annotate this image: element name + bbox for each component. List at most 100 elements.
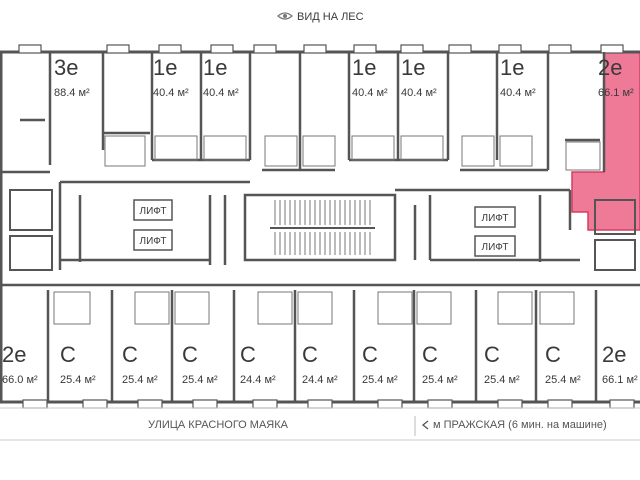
top-apartment[interactable]: 1е 40.4 м² [203,55,239,99]
bottom-apartment[interactable]: С 25.4 м² [362,342,398,386]
lift-label: ЛИФТ [482,213,509,224]
window [307,399,333,409]
apartment-area: 40.4 м² [203,87,239,99]
apartment-type: 1е [500,55,524,80]
window [609,399,635,409]
apartment-type: 2е [602,342,626,367]
window [400,44,424,54]
top-apartment[interactable]: 1е 40.4 м² [500,55,536,99]
windows [18,44,635,409]
apartment-type: 1е [153,55,177,80]
apartment-area: 40.4 м² [401,87,437,99]
window [498,44,522,54]
window [192,399,218,409]
bottom-apartment[interactable]: С 25.4 м² [182,342,218,386]
bottom-partitions [0,283,640,402]
window [353,44,377,54]
apartment-type: 3е [54,55,78,80]
apartment-area: 25.4 м² [545,374,581,386]
apartment-type: С [182,342,198,367]
apartment-type: 1е [203,55,227,80]
bottom-apartment[interactable]: С 25.4 м² [545,342,581,386]
bottom-apartment[interactable]: С 24.4 м² [302,342,338,386]
bottom-apartment[interactable]: С 25.4 м² [422,342,458,386]
bottom-apartment[interactable]: С 25.4 м² [60,342,96,386]
window [137,399,163,409]
apartment-area: 88.4 м² [54,87,90,99]
apartment-area: 25.4 м² [60,374,96,386]
lift-label: ЛИФТ [482,242,509,253]
side-rooms [9,189,636,271]
lift-label: ЛИФТ [140,236,167,247]
top-apartment[interactable]: 3е 88.4 м² [54,55,90,99]
window [82,399,108,409]
eye-icon [277,12,293,20]
apartment-area: 24.4 м² [240,374,276,386]
top-apartment[interactable]: 2е 66.1 м² [598,55,634,99]
lift-1: ЛИФТ [133,199,173,221]
lift-4: ЛИФТ [474,235,516,257]
apartment-type: С [422,342,438,367]
bottom-apartment[interactable]: 2е 66.0 м² [2,342,38,386]
apartment-type: С [484,342,500,367]
apartment-area: 66.1 м² [602,374,638,386]
apartment-area: 25.4 м² [122,374,158,386]
window [158,44,182,54]
lift-2: ЛИФТ [133,229,173,251]
bottom-apartment[interactable]: С 25.4 м² [484,342,520,386]
apartment-area: 25.4 м² [182,374,218,386]
top-apartment-labels: 3е 88.4 м² 1е 40.4 м² 1е 40.4 м² 1е 40.4 м² 1е 40… [54,55,634,99]
apartment-type: С [302,342,318,367]
apartment-area: 40.4 м² [352,87,388,99]
lift-label: ЛИФТ [140,206,167,217]
apartment-type: 2е [2,342,26,367]
apartment-area: 40.4 м² [500,87,536,99]
selected-apartment-highlight[interactable] [571,51,640,231]
apartment-area: 40.4 м² [153,87,189,99]
top-apartment[interactable]: 1е 40.4 м² [352,55,388,99]
lift-3: ЛИФТ [474,206,516,228]
window [252,399,278,409]
window [547,399,573,409]
footer: УЛИЦА КРАСНОГО МАЯКА м ПРАЖСКАЯ (6 мин. … [0,407,640,441]
window [22,399,48,409]
apartment-type: С [240,342,256,367]
top-apartment[interactable]: 1е 40.4 м² [153,55,189,99]
window [303,44,327,54]
apartment-area: 25.4 м² [362,374,398,386]
window [210,44,234,54]
window [548,44,572,54]
apartment-type: С [362,342,378,367]
bottom-apartment[interactable]: С 24.4 м² [240,342,276,386]
window [448,44,472,54]
bottom-apartment[interactable]: С 25.4 м² [122,342,158,386]
lifts: ЛИФТ ЛИФТ ЛИФТ ЛИФТ [133,199,516,257]
view-label: ВИД НА ЛЕС [297,11,364,23]
bottom-apartment[interactable]: 2е 66.1 м² [602,342,638,386]
apartment-area: 25.4 м² [484,374,520,386]
bottom-apartment-labels: 2е 66.0 м² С 25.4 м² С 25.4 м² С 25.4 м² С 24.4 м… [2,342,638,386]
apartment-type: С [122,342,138,367]
apartment-type: 1е [352,55,376,80]
window [106,44,130,54]
apartment-area: 25.4 м² [422,374,458,386]
apartment-area: 66.1 м² [598,87,634,99]
top-apartment[interactable]: 1е 40.4 м² [401,55,437,99]
window [497,399,523,409]
window [600,44,624,54]
corridor-walls [58,180,580,270]
apartment-type: 1е [401,55,425,80]
arrow-left-icon [421,420,429,430]
apartment-area: 66.0 м² [2,374,38,386]
bottom-bathrooms [53,291,575,325]
apartment-type: 2е [598,55,622,80]
apartment-area: 24.4 м² [302,374,338,386]
window [427,399,453,409]
window [253,44,277,54]
top-bathrooms [104,135,601,171]
window [377,399,403,409]
apartment-type: С [60,342,76,367]
apartment-type: С [545,342,561,367]
stairwell [243,193,397,262]
